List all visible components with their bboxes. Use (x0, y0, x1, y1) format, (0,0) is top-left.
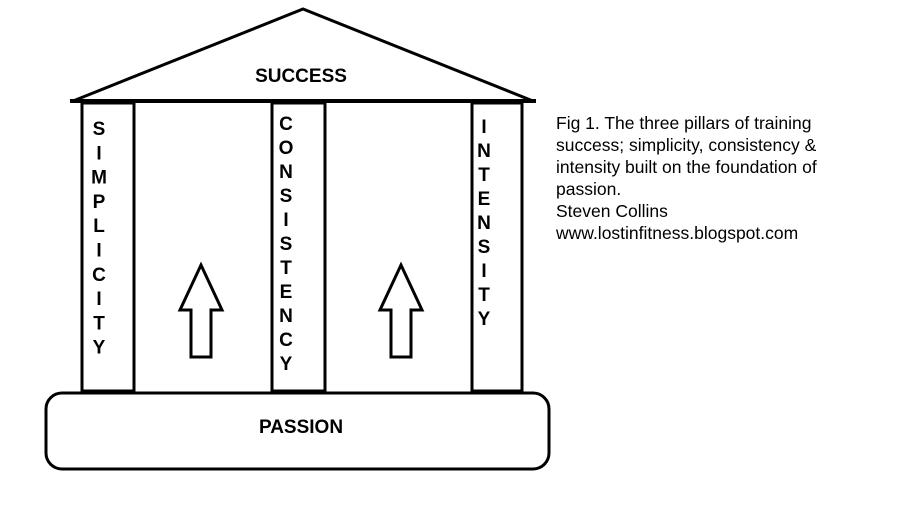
foundation (44, 391, 551, 471)
up-arrow-icon (177, 261, 225, 359)
pillar-letter: I (96, 289, 101, 310)
foundation-label: PASSION (259, 417, 343, 438)
caption-url: www.lostinfitness.blogspot.com (556, 223, 799, 243)
pillar-letter: N (279, 306, 293, 327)
caption-author: Steven Collins (556, 201, 668, 221)
caption-line: Fig 1. The three pillars of training (556, 113, 812, 133)
pillar-letter: C (92, 265, 106, 286)
pillar-letter: C (279, 114, 293, 135)
pillar-letter: Y (478, 309, 491, 330)
roof (72, 7, 534, 103)
pillar-letter: I (481, 261, 486, 282)
pillar-letter: S (478, 237, 491, 258)
pillar-letter: S (280, 186, 293, 207)
pillar-letter: C (279, 330, 293, 351)
pillar-letter: S (280, 234, 293, 255)
pillar-letter: T (93, 313, 105, 334)
pillar-letter: I (481, 117, 486, 138)
figure-caption: Fig 1. The three pillars of training suc… (556, 112, 886, 244)
caption-line: intensity built on the foundation of (556, 157, 817, 177)
pillar-letter: S (93, 119, 106, 140)
pillar-letter: I (96, 241, 101, 262)
pillar-letter: P (93, 192, 106, 213)
pillar-letter: E (478, 189, 491, 210)
pillar-simplicity (80, 101, 136, 393)
roof-label: SUCCESS (255, 66, 347, 87)
pillar-letter: I (96, 143, 101, 164)
pillar-letter: N (279, 162, 293, 183)
caption-line: passion. (556, 179, 622, 199)
caption-line: success; simplicity, consistency & (556, 135, 817, 155)
pillar-letter: N (477, 213, 491, 234)
pillar-letter: T (478, 165, 490, 186)
pillar-letter: M (91, 168, 107, 189)
up-arrow-icon (377, 261, 425, 359)
pillar-letter: T (478, 285, 490, 306)
pillar-letter: I (283, 210, 288, 231)
pillar-letter: Y (280, 354, 293, 375)
pillar-letter: L (93, 216, 105, 237)
pillar-letter: O (279, 138, 294, 159)
pillar-letter: E (280, 282, 293, 303)
pillar-letter: Y (93, 338, 106, 359)
pillar-letter: N (477, 141, 491, 162)
pillar-letter: T (280, 258, 292, 279)
